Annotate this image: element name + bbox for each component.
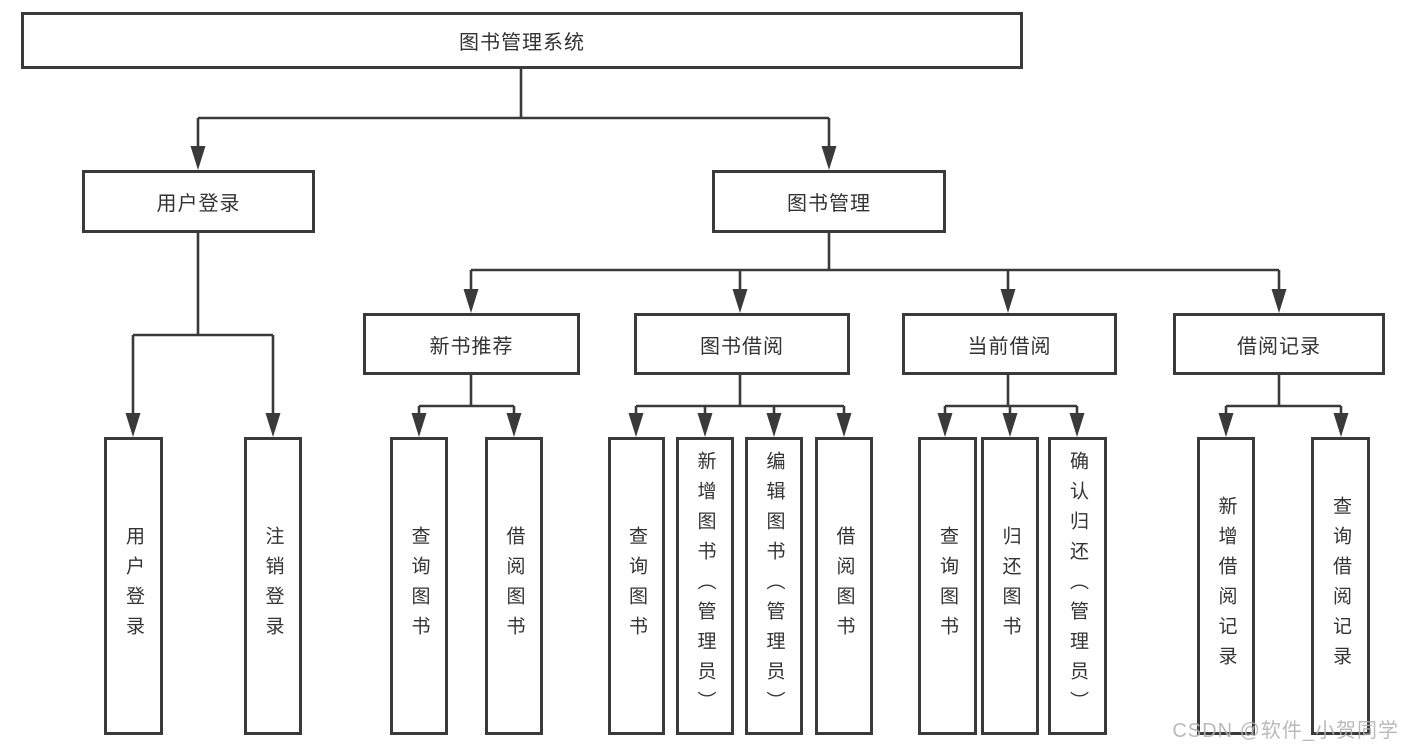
- connector-root-to-level2: [196, 69, 831, 147]
- leaf-label: 注销登录: [262, 526, 284, 646]
- arrowhead-icon: [1000, 289, 1016, 313]
- node-current-borrowing: 当前借阅: [902, 313, 1117, 375]
- arrowhead-icon: [125, 413, 141, 437]
- arrowhead-icon: [506, 413, 522, 437]
- leaf-label: 查询借阅记录: [1330, 496, 1351, 676]
- leaf-label: 查询图书: [626, 526, 647, 646]
- node-label: 图书借阅: [700, 335, 784, 358]
- arrowhead-icon: [697, 413, 713, 437]
- arrowhead-icon: [1218, 413, 1234, 437]
- arrowhead-icon: [628, 413, 644, 437]
- arrowhead-icon: [1069, 413, 1085, 437]
- arrowhead-icon: [463, 289, 479, 313]
- connector-records-to-leaves: [1224, 375, 1343, 414]
- connector-current-to-leaves: [943, 375, 1079, 414]
- leaf-label: 新增借阅记录: [1215, 496, 1237, 676]
- node-label: 当前借阅: [967, 335, 1052, 358]
- arrowhead-icon: [937, 413, 953, 437]
- node-label: 图书管理: [787, 193, 871, 215]
- leaf-label: 借阅图书: [833, 526, 855, 646]
- node-label: 借阅记录: [1237, 335, 1321, 358]
- leaf-label: 借阅图书: [503, 526, 525, 646]
- connector-management-to-level3: [469, 233, 1281, 290]
- leaf-label: 编辑图书（管理员）: [763, 451, 785, 721]
- leaf-logout: 注销登录: [244, 437, 302, 735]
- arrowhead-icon: [821, 146, 837, 170]
- leaf-query-borrow-record: 查询借阅记录: [1311, 437, 1370, 735]
- node-label: 用户登录: [156, 193, 241, 215]
- node-book-management-branch: 图书管理: [712, 170, 946, 233]
- leaf-query-books-recommend: 查询图书: [390, 437, 448, 735]
- leaf-label: 归还图书: [999, 526, 1021, 646]
- leaf-edit-books-admin: 编辑图书（管理员）: [745, 437, 803, 735]
- leaf-borrow-books-recommend: 借阅图书: [485, 437, 543, 735]
- leaf-query-books-current: 查询图书: [918, 437, 977, 735]
- leaf-query-books-borrowing: 查询图书: [608, 437, 665, 735]
- node-borrowing-records: 借阅记录: [1173, 313, 1385, 375]
- connector-borrowing-to-leaves: [634, 375, 846, 414]
- connector-recommend-to-leaves: [417, 375, 516, 414]
- arrowhead-icon: [265, 413, 281, 437]
- node-library-management-system: 图书管理系统: [21, 12, 1023, 69]
- connector-login-to-leaves: [131, 233, 275, 414]
- leaf-add-borrow-record: 新增借阅记录: [1197, 437, 1255, 735]
- arrowhead-icon: [766, 413, 782, 437]
- leaf-label: 新增图书（管理员）: [694, 451, 716, 721]
- arrowhead-icon: [836, 413, 852, 437]
- leaf-add-books-admin: 新增图书（管理员）: [676, 437, 734, 735]
- leaf-label: 确认归还（管理员）: [1067, 451, 1088, 721]
- arrowhead-icon: [1002, 413, 1018, 437]
- csdn-watermark: CSDN @软件_小贺同学: [1172, 720, 1399, 742]
- arrowhead-icon: [1333, 413, 1349, 437]
- leaf-borrow-books: 借阅图书: [815, 437, 873, 735]
- arrowhead-icon: [1271, 289, 1287, 313]
- leaf-label: 查询图书: [408, 526, 430, 646]
- leaf-label: 用户登录: [123, 526, 144, 646]
- leaf-user-login: 用户登录: [104, 437, 163, 735]
- node-book-borrowing: 图书借阅: [634, 313, 850, 375]
- node-user-login-branch: 用户登录: [82, 170, 315, 233]
- node-label: 新书推荐: [429, 335, 514, 358]
- arrowhead-icon: [411, 413, 427, 437]
- leaf-label: 查询图书: [937, 526, 958, 646]
- arrowhead-icon: [190, 146, 206, 170]
- node-label: 图书管理系统: [459, 32, 585, 54]
- leaf-return-books: 归还图书: [981, 437, 1039, 735]
- arrowhead-icon: [732, 289, 748, 313]
- node-new-book-recommend: 新书推荐: [363, 313, 580, 375]
- leaf-confirm-return-admin: 确认归还（管理员）: [1048, 437, 1107, 735]
